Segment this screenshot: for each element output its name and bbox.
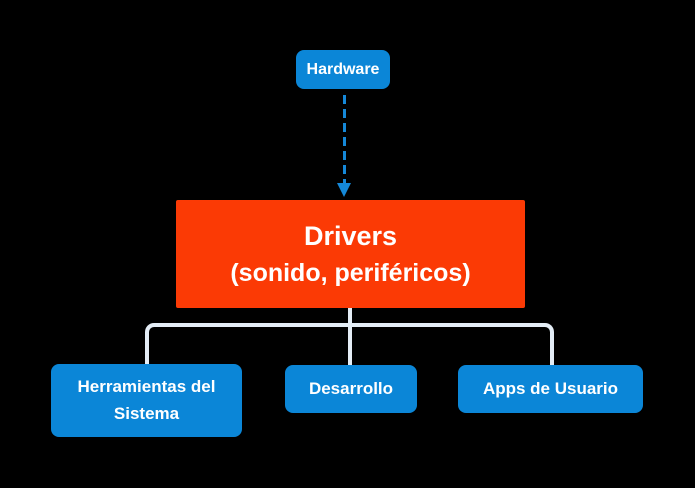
hardware-node: Hardware <box>296 50 390 89</box>
arrowhead-icon <box>337 183 351 197</box>
drivers-title: Drivers <box>303 220 398 251</box>
child-node-user-apps: Apps de Usuario <box>458 365 643 413</box>
drivers-subtitle: (sonido, periféricos) <box>230 258 471 287</box>
connector-center-line <box>348 308 352 365</box>
system-tools-label: Herramientas del Sistema <box>77 377 216 423</box>
development-label: Desarrollo <box>308 379 394 398</box>
dashed-arrow-line <box>343 95 346 183</box>
child-node-development: Desarrollo <box>285 365 417 413</box>
child-node-system-tools: Herramientas del Sistema <box>51 364 242 437</box>
drivers-node: Drivers (sonido, periféricos) <box>176 200 525 308</box>
hardware-label: Hardware <box>306 60 380 78</box>
user-apps-label: Apps de Usuario <box>482 379 619 398</box>
